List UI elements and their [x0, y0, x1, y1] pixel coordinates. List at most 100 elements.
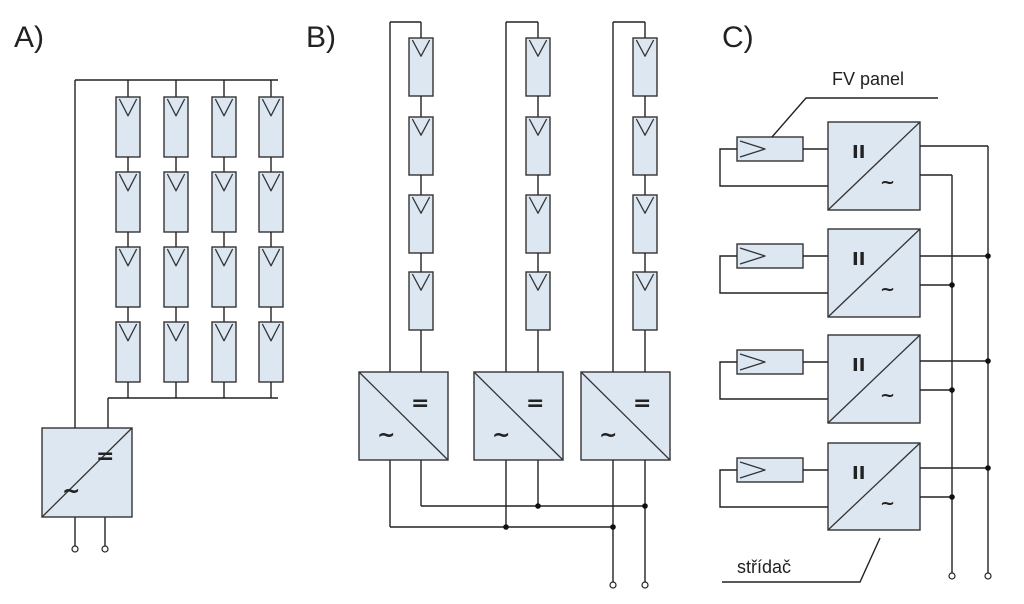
pv-panel: [632, 271, 658, 331]
pv-panel: [163, 246, 189, 308]
pv-panel: [632, 194, 658, 254]
c-ac-symbol: ~: [880, 172, 895, 193]
a-pv-string: [211, 80, 237, 398]
c-dc-symbol: II: [852, 142, 865, 163]
a-output-terminal: [101, 545, 109, 553]
b-pv-string: [525, 37, 551, 331]
c-module-inverter-unit: II ~: [719, 121, 988, 211]
pv-panel: [115, 246, 141, 308]
b-string-inverter: =~: [473, 371, 564, 461]
pv-panel: [632, 116, 658, 176]
b-output-terminal: [641, 581, 649, 589]
b-ac-symbol: ~: [377, 423, 395, 448]
c-ac-symbol: ~: [880, 385, 895, 406]
b-string-inverter: =~: [358, 371, 449, 461]
pv-panel: [115, 96, 141, 158]
pv-panel: [211, 321, 237, 383]
c-junction-dot: [985, 465, 991, 471]
c-micro-inverter: II ~: [827, 442, 921, 531]
pv-panel: [408, 116, 434, 176]
a-pv-string: [163, 80, 189, 398]
a-dc-symbol: =: [96, 444, 114, 469]
c-junction-dot: [949, 282, 955, 288]
c-dc-symbol: II: [852, 355, 865, 376]
pv-panel: [163, 96, 189, 158]
c-output-terminal: [948, 572, 956, 580]
b-junction-dot: [610, 524, 616, 530]
pv-panel: [632, 37, 658, 97]
c-junction-dot: [985, 358, 991, 364]
pv-panel: [163, 171, 189, 233]
topology-a-central-inverter: = ~: [41, 79, 284, 553]
b-string-wires: [389, 21, 646, 582]
a-pv-array: [115, 80, 284, 398]
c-junction-dot: [949, 494, 955, 500]
b-ac-symbol: ~: [599, 423, 617, 448]
c-dc-symbol: II: [852, 249, 865, 270]
pv-panel: [408, 271, 434, 331]
c-module-inverter-unit: II ~: [719, 442, 988, 531]
b-dc-symbol: =: [526, 391, 544, 416]
c-module-inverter-unit: II ~: [719, 228, 988, 318]
c-micro-inverter: II ~: [827, 334, 921, 424]
inverter-leader: [722, 537, 881, 583]
pv-panel: [525, 37, 551, 97]
c-module-inverter-unit: II ~: [719, 334, 988, 424]
pv-panel: [115, 171, 141, 233]
a-pv-string: [115, 80, 141, 398]
c-ac-symbol: ~: [880, 493, 895, 514]
b-string-inverter: =~: [580, 371, 671, 461]
c-junction-dot: [949, 387, 955, 393]
b-ac-symbol: ~: [492, 423, 510, 448]
b-pv-strings: [408, 37, 658, 331]
topology-b-string-inverters: =~=~=~: [358, 21, 671, 589]
pv-panel: [408, 194, 434, 254]
pv-panel: [525, 194, 551, 254]
label-topology-a: A): [14, 21, 44, 54]
c-ac-bus: [951, 146, 989, 573]
b-pv-string: [632, 37, 658, 331]
label-topology-b: B): [306, 21, 336, 54]
c-junction-dot: [985, 253, 991, 259]
c-pv-panel: [736, 349, 804, 375]
pv-panel: [115, 321, 141, 383]
b-output-terminal: [609, 581, 617, 589]
pv-panel: [525, 271, 551, 331]
b-dc-symbol: =: [633, 391, 651, 416]
c-pv-panel: [736, 136, 804, 162]
pv-panel: [211, 246, 237, 308]
pv-panel: [525, 116, 551, 176]
c-micro-inverter: II ~: [827, 121, 921, 211]
a-output-terminal: [71, 545, 79, 553]
pv-panel: [408, 37, 434, 97]
b-dc-symbol: =: [411, 391, 429, 416]
c-dc-symbol: II: [852, 463, 865, 484]
pv-panel: [258, 171, 284, 233]
pv-panel: [211, 96, 237, 158]
b-pv-string: [408, 37, 434, 331]
a-ac-symbol: ~: [62, 479, 80, 504]
c-ac-symbol: ~: [880, 279, 895, 300]
topology-c-module-inverters: II ~ II ~ II ~ II ~ FV panel střídač: [719, 69, 992, 583]
c-pv-panel: [736, 457, 804, 483]
pv-panel: [163, 321, 189, 383]
c-pv-panel: [736, 243, 804, 269]
b-string-inverters: =~=~=~: [358, 371, 671, 461]
b-junction-dot: [503, 524, 509, 530]
c-module-inverter-units: II ~ II ~ II ~ II ~: [719, 121, 988, 531]
label-topology-c: C): [722, 21, 754, 54]
fv-panel-leader: [771, 97, 938, 138]
c-output-terminal: [984, 572, 992, 580]
fv-panel-label: FV panel: [832, 69, 904, 89]
pv-panel: [258, 96, 284, 158]
a-pv-string: [258, 80, 284, 398]
pv-panel: [258, 246, 284, 308]
a-central-inverter: = ~: [41, 427, 133, 518]
b-junction-dot: [535, 503, 541, 509]
b-junction-dot: [642, 503, 648, 509]
pv-panel: [211, 171, 237, 233]
pv-panel: [258, 321, 284, 383]
inverter-label: střídač: [737, 557, 791, 577]
